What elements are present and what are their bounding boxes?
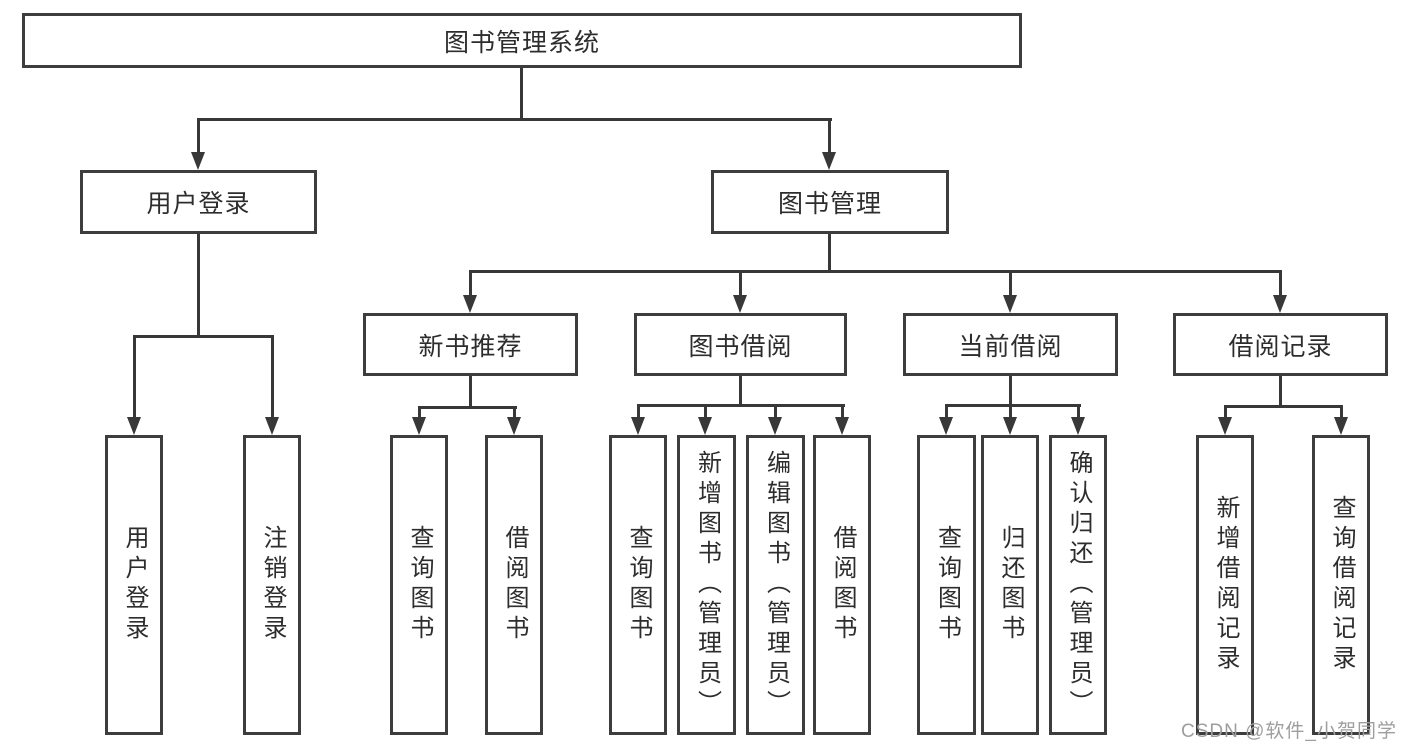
connector-line — [1224, 405, 1227, 417]
connector-line — [418, 406, 421, 417]
connector-line — [133, 335, 136, 417]
arrow-down-icon — [1273, 295, 1287, 313]
connector-line — [1077, 404, 1080, 417]
connector-line — [739, 376, 742, 407]
connector-line — [1279, 376, 1282, 407]
node-user-login: 用户登录 — [80, 170, 317, 234]
connector-line — [469, 270, 472, 297]
connector-line — [469, 376, 472, 408]
leaf-query-books-current: 查询图书 — [917, 435, 976, 735]
arrow-down-icon — [1003, 417, 1017, 435]
connector-line — [1279, 270, 1282, 297]
arrow-down-icon — [463, 295, 477, 313]
arrow-down-icon — [835, 417, 849, 435]
leaf-user-login: 用户登录 — [105, 435, 163, 735]
leaf-logout: 注销登录 — [243, 435, 301, 735]
arrow-down-icon — [191, 152, 205, 170]
leaf-borrow-books-recommend: 借阅图书 — [485, 435, 543, 735]
leaf-confirm-return-admin: 确认归还（管理员） — [1049, 435, 1107, 735]
connector-line — [828, 234, 831, 273]
connector-line — [774, 404, 777, 417]
connector-line — [945, 404, 1081, 407]
leaf-add-borrow-record: 新增借阅记录 — [1196, 435, 1254, 735]
arrow-down-icon — [265, 417, 279, 435]
arrow-down-icon — [733, 295, 747, 313]
leaf-edit-book-admin: 编辑图书（管理员） — [746, 435, 805, 735]
node-book-management: 图书管理 — [711, 170, 949, 234]
watermark: CSDN @软件_小贺同学 — [1181, 721, 1397, 742]
node-root: 图书管理系统 — [22, 13, 1022, 68]
connector-line — [418, 406, 517, 409]
arrow-down-icon — [768, 417, 782, 435]
arrow-down-icon — [127, 417, 141, 435]
connector-line — [739, 270, 742, 297]
connector-line — [513, 406, 516, 417]
connector-line — [828, 118, 831, 154]
connector-line — [1224, 405, 1343, 408]
leaf-add-book-admin: 新增图书（管理员） — [677, 435, 736, 735]
connector-line — [1340, 405, 1343, 417]
connector-line — [1009, 376, 1012, 407]
arrow-down-icon — [1003, 295, 1017, 313]
connector-line — [197, 118, 200, 154]
arrow-down-icon — [631, 417, 645, 435]
node-book-borrow: 图书借阅 — [634, 313, 847, 376]
arrow-down-icon — [1071, 417, 1085, 435]
connector-line — [469, 270, 1282, 273]
leaf-return-book: 归还图书 — [981, 435, 1039, 735]
node-borrow-records: 借阅记录 — [1173, 313, 1388, 376]
node-new-book-recommend: 新书推荐 — [363, 313, 578, 376]
connector-line — [1009, 270, 1012, 297]
connector-line — [133, 335, 274, 338]
connector-line — [637, 404, 640, 417]
connector-line — [637, 404, 845, 407]
connector-line — [945, 404, 948, 417]
arrow-down-icon — [698, 417, 712, 435]
node-current-borrow: 当前借阅 — [903, 313, 1118, 376]
leaf-query-books-recommend: 查询图书 — [390, 435, 448, 735]
leaf-query-borrow-record: 查询借阅记录 — [1312, 435, 1370, 735]
connector-line — [197, 118, 832, 121]
arrow-down-icon — [1218, 417, 1232, 435]
connector-line — [1009, 404, 1012, 417]
arrow-down-icon — [507, 417, 521, 435]
leaf-borrow-books: 借阅图书 — [813, 435, 871, 735]
connector-line — [271, 335, 274, 417]
arrow-down-icon — [939, 417, 953, 435]
leaf-query-books-borrow: 查询图书 — [609, 435, 667, 735]
connector-line — [197, 234, 200, 337]
arrow-down-icon — [412, 417, 426, 435]
arrow-down-icon — [822, 152, 836, 170]
connector-line — [841, 404, 844, 417]
connector-line — [704, 404, 707, 417]
connector-line — [520, 68, 523, 120]
arrow-down-icon — [1334, 417, 1348, 435]
